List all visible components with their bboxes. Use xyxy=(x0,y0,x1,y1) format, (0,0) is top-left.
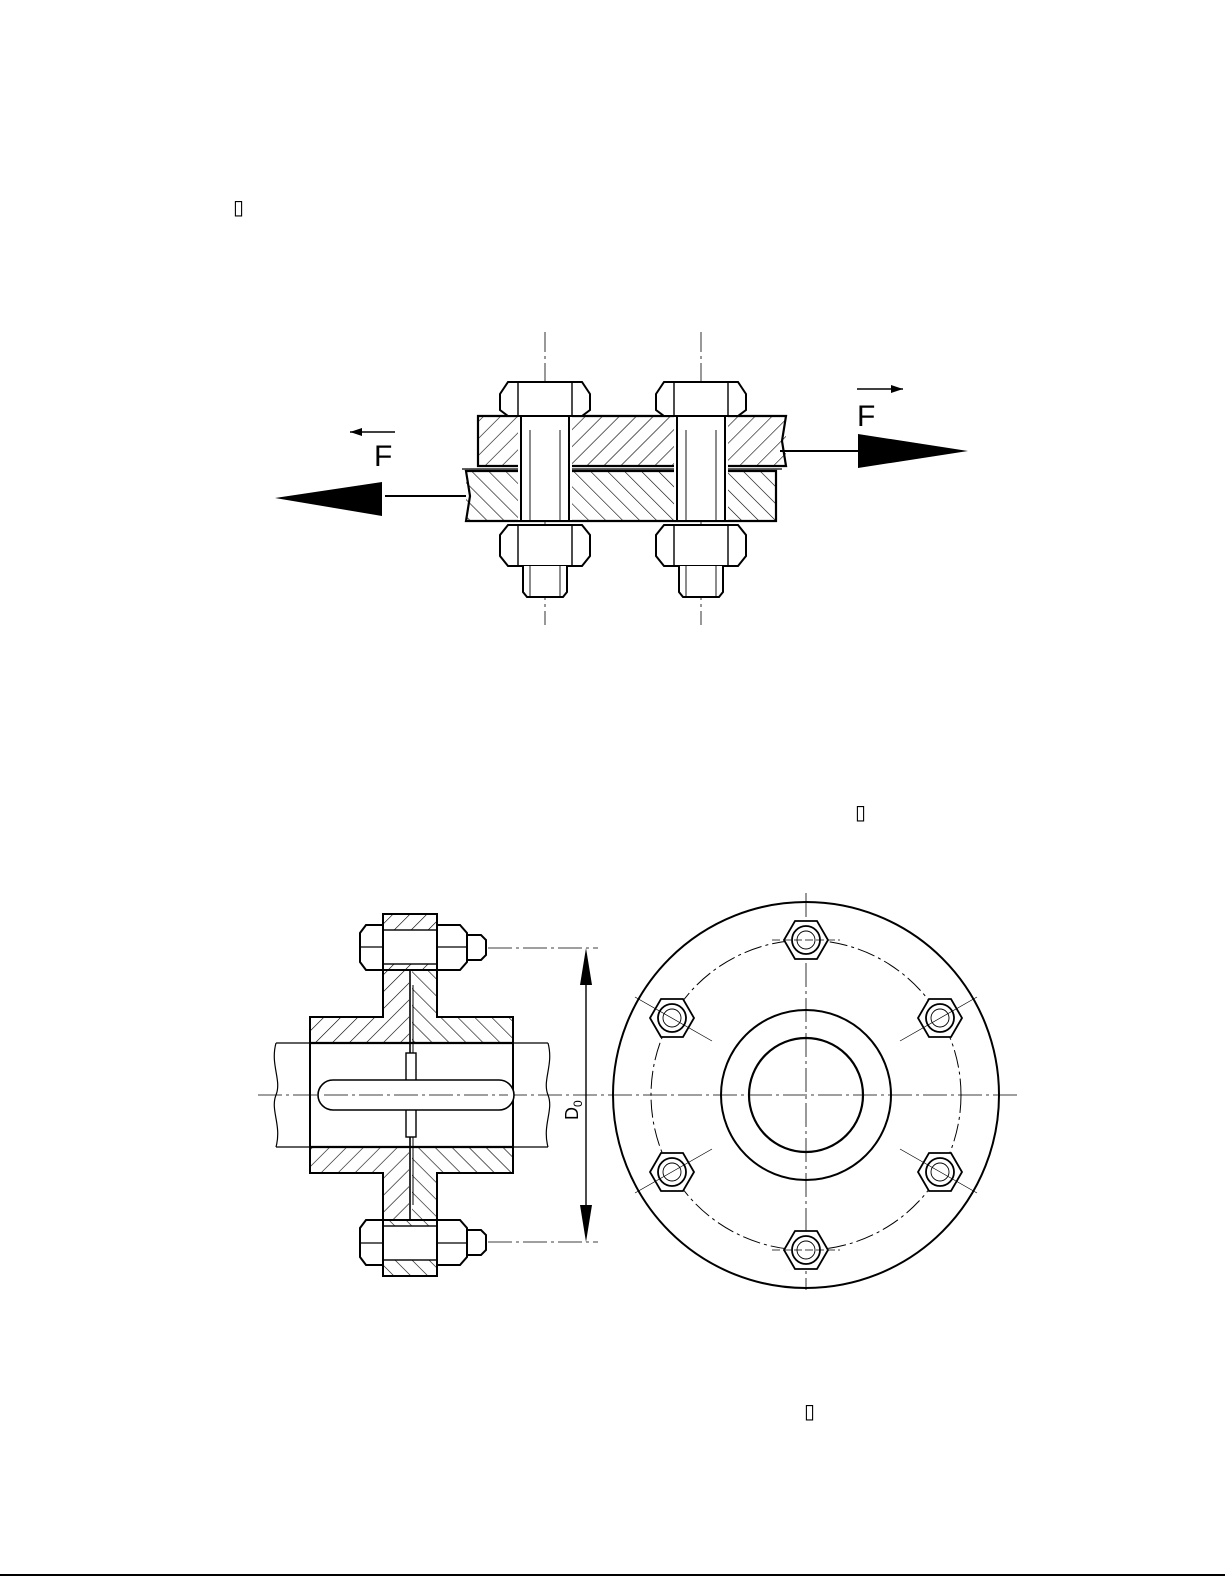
page-bottom-rule xyxy=(0,1574,1225,1576)
lower-plate xyxy=(466,471,776,521)
force-label-right: F xyxy=(857,400,875,433)
lap-joint-figure xyxy=(275,332,968,625)
coupling-section-view xyxy=(258,914,1020,1276)
force-label-left: F xyxy=(374,440,392,473)
force-arrow-left xyxy=(275,428,466,516)
diameter-label: D0 xyxy=(562,1100,585,1120)
